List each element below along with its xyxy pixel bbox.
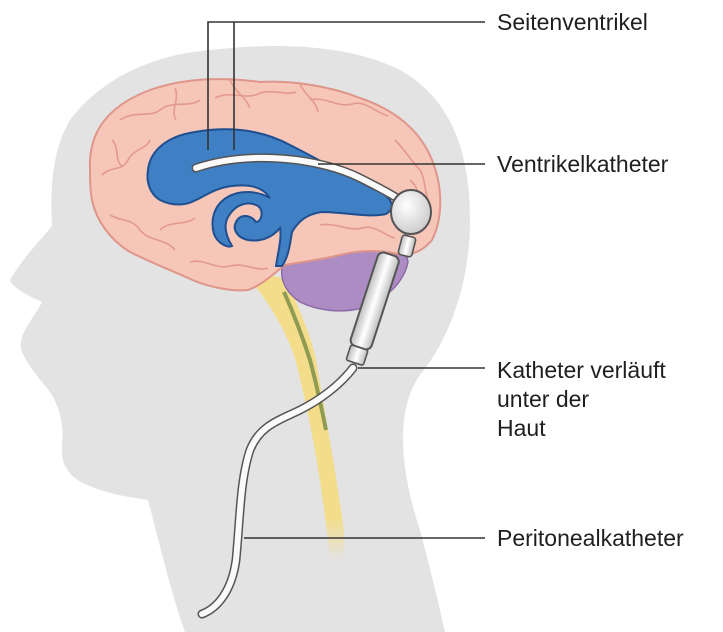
label-subcutaneous-line-1: Katheter verläuft (497, 356, 666, 385)
label-subcutaneous-line-2: unter der (497, 385, 666, 414)
label-subcutaneous-catheter: Katheter verläuft unter der Haut (497, 356, 666, 443)
label-peritoneal-catheter: Peritonealkatheter (497, 524, 684, 553)
label-ventricular-catheter: Ventrikelkatheter (497, 150, 668, 179)
label-subcutaneous-line-3: Haut (497, 414, 666, 443)
label-lateral-ventricle: Seitenventrikel (497, 8, 648, 37)
